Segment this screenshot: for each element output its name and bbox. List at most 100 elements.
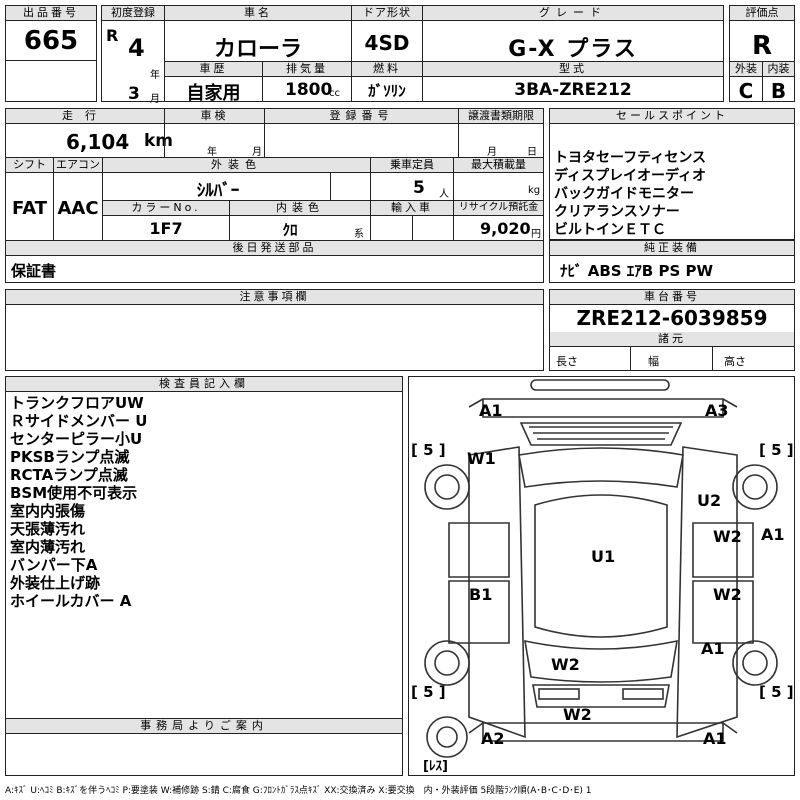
- interior-color: ｸﾛ: [282, 221, 298, 239]
- car-outline: [424, 379, 778, 758]
- inspector-notes-list: トランクフロアUW Ｒサイドメンバー U センターピラー小U PKSBランプ点滅…: [10, 394, 147, 610]
- inspection-label: 車検: [165, 109, 264, 124]
- shift-box: シフト FAT: [5, 157, 54, 241]
- inspector-note: 外装仕上げ跡: [10, 574, 101, 592]
- later-parts: 保証書: [11, 262, 57, 280]
- sales-points-box: セールスポイント トヨタセーフティセンス ディスプレイオーディオ バックガイドモ…: [549, 108, 795, 240]
- chassis-number: ZRE212-6039859: [576, 306, 768, 330]
- registration-number-label: 登録番号: [265, 109, 458, 124]
- score-label: 評価点: [730, 6, 794, 21]
- doors: 4SD: [364, 31, 410, 55]
- history-label: 車歴: [165, 62, 262, 77]
- max-load-label: 最大積載量: [454, 158, 543, 173]
- office-notice-label: 事務局よりご案内: [6, 719, 402, 734]
- era: R: [106, 26, 119, 45]
- interior-grade-label: 内装: [763, 62, 794, 77]
- inspector-note: 室内薄汚れ: [10, 538, 86, 556]
- car-diagram-box: A1 A3 W1 U2 W2 A1 U1 B1 W2 A1 W2 W2 A2 A…: [408, 376, 795, 776]
- fuel-box: 燃料 ｶﾞｿﾘﾝ: [351, 61, 423, 102]
- inspector-note: Ｒサイドメンバー U: [10, 412, 148, 430]
- damage-mark-right-front-door: W2: [713, 527, 742, 546]
- sales-point: トヨタセーフティセンス: [554, 150, 707, 166]
- grade-label: グレード: [423, 6, 723, 21]
- damage-mark-front-left: A1: [479, 401, 503, 420]
- mileage: 6,104: [66, 130, 130, 154]
- max-load-box: 最大積載量 kg: [453, 157, 544, 201]
- doors-box: ドア形状 4SD: [351, 5, 423, 62]
- damage-mark-rear-panel: W2: [563, 705, 592, 724]
- person-unit: 人: [439, 189, 449, 200]
- car-name-box: 車名 カローラ: [164, 5, 352, 62]
- km-unit: km: [144, 131, 174, 151]
- inspection-month-unit: 月: [252, 147, 262, 158]
- interior-grade: B: [770, 79, 787, 103]
- dimensions-label: 諸元: [550, 332, 794, 347]
- exterior-grade: C: [738, 79, 754, 103]
- sales-points-list: トヨタセーフティセンス ディスプレイオーディオ バックガイドモニター クリアラン…: [554, 149, 706, 239]
- spare-tire: [ﾚｽ]: [423, 759, 448, 774]
- color-number-box: カラーNo. 1F7: [102, 200, 230, 241]
- sales-point: ビルトインＥＴＣ: [554, 222, 666, 238]
- inspector-notes-box: 検査員記入欄 トランクフロアUW Ｒサイドメンバー U センターピラー小U PK…: [5, 376, 403, 719]
- inspector-note: トランクフロアUW: [10, 394, 144, 412]
- transfer-month-unit: 月: [487, 147, 497, 158]
- damage-mark-front-right: A3: [705, 401, 729, 420]
- inspector-note: センターピラー小U: [10, 430, 143, 448]
- grade-box: グレード G-X プラス: [422, 5, 724, 62]
- transfer-deadline-box: 譲渡書類期限 月 日: [458, 108, 544, 158]
- office-notice-box: 事務局よりご案内: [5, 718, 403, 776]
- lot-number-spacer: [5, 60, 97, 102]
- score-box: 評価点 R: [729, 5, 795, 62]
- capacity-label: 乗車定員: [371, 158, 453, 173]
- exterior-grade-label: 外装: [730, 62, 762, 77]
- transfer-deadline-label: 譲渡書類期限: [459, 109, 543, 124]
- equipment-label: 純正装備: [550, 241, 794, 256]
- damage-mark-right-side: A1: [761, 525, 785, 544]
- equipment: ﾅﾋﾞ ABS ｴｱB PS PW: [560, 262, 714, 280]
- width-label: 幅: [648, 355, 659, 368]
- damage-mark-rear-left: A2: [481, 729, 505, 748]
- inspector-note: PKSBランプ点滅: [10, 448, 130, 466]
- aircon-box: エアコン AAC: [53, 157, 103, 241]
- color-number-label: カラーNo.: [103, 201, 229, 216]
- mileage-box: 走行 6,104 km: [5, 108, 173, 158]
- equipment-box: 純正装備 ﾅﾋﾞ ABS ｴｱB PS PW: [549, 240, 795, 283]
- sales-point: ディスプレイオーディオ: [554, 168, 707, 184]
- year-unit: 年: [150, 70, 160, 81]
- aircon: AAC: [57, 198, 99, 219]
- capacity-box: 乗車定員 5 人: [370, 157, 454, 201]
- tire-tread-front-left: [ 5 ]: [411, 441, 446, 459]
- transfer-day-unit: 日: [527, 147, 537, 158]
- first-registration-label: 初度登録: [102, 6, 164, 21]
- fuel: ｶﾞｿﾘﾝ: [368, 82, 406, 100]
- recycle-fee: 9,020: [480, 219, 531, 238]
- recycle-label: リサイクル預託金: [454, 201, 543, 216]
- damage-mark-left-rear-door: B1: [469, 585, 493, 604]
- registration-month: 3: [128, 84, 140, 104]
- damage-mark-rear-right: A1: [703, 729, 727, 748]
- import-box: 輸入車: [370, 200, 454, 241]
- height-label: 高さ: [724, 355, 746, 368]
- sales-point: クリアランスソナー: [554, 204, 680, 220]
- exterior-color-label: 外装色: [103, 158, 370, 173]
- damage-mark-trunk: W2: [551, 655, 580, 674]
- inspector-note: ホイールカバー A: [10, 592, 132, 610]
- sales-points-label: セールスポイント: [550, 109, 794, 124]
- month-unit: 月: [150, 94, 160, 105]
- inspector-note: 天張薄汚れ: [10, 520, 86, 538]
- first-registration-box: 初度登録 R 4 年 3 月: [101, 5, 165, 105]
- model-label: 型式: [423, 62, 723, 77]
- history-box: 車歴 自家用: [164, 61, 263, 104]
- recycle-box: リサイクル預託金 9,020 円: [453, 200, 544, 241]
- interior-color-unit: 系: [354, 229, 364, 240]
- score: R: [751, 31, 773, 61]
- inspector-notes-label: 検査員記入欄: [6, 377, 402, 392]
- car-name: カローラ: [213, 37, 302, 62]
- aircon-label: エアコン: [54, 158, 102, 173]
- damage-mark-right-pillar: U2: [697, 491, 722, 510]
- interior-color-box: 内装色 ｸﾛ 系: [229, 200, 371, 241]
- inspection-year-unit: 年: [207, 147, 217, 158]
- model-box: 型式 3BA-ZRE212: [422, 61, 724, 102]
- displacement: 1800: [285, 80, 333, 100]
- displacement-box: 排気量 1800 cc: [262, 61, 352, 102]
